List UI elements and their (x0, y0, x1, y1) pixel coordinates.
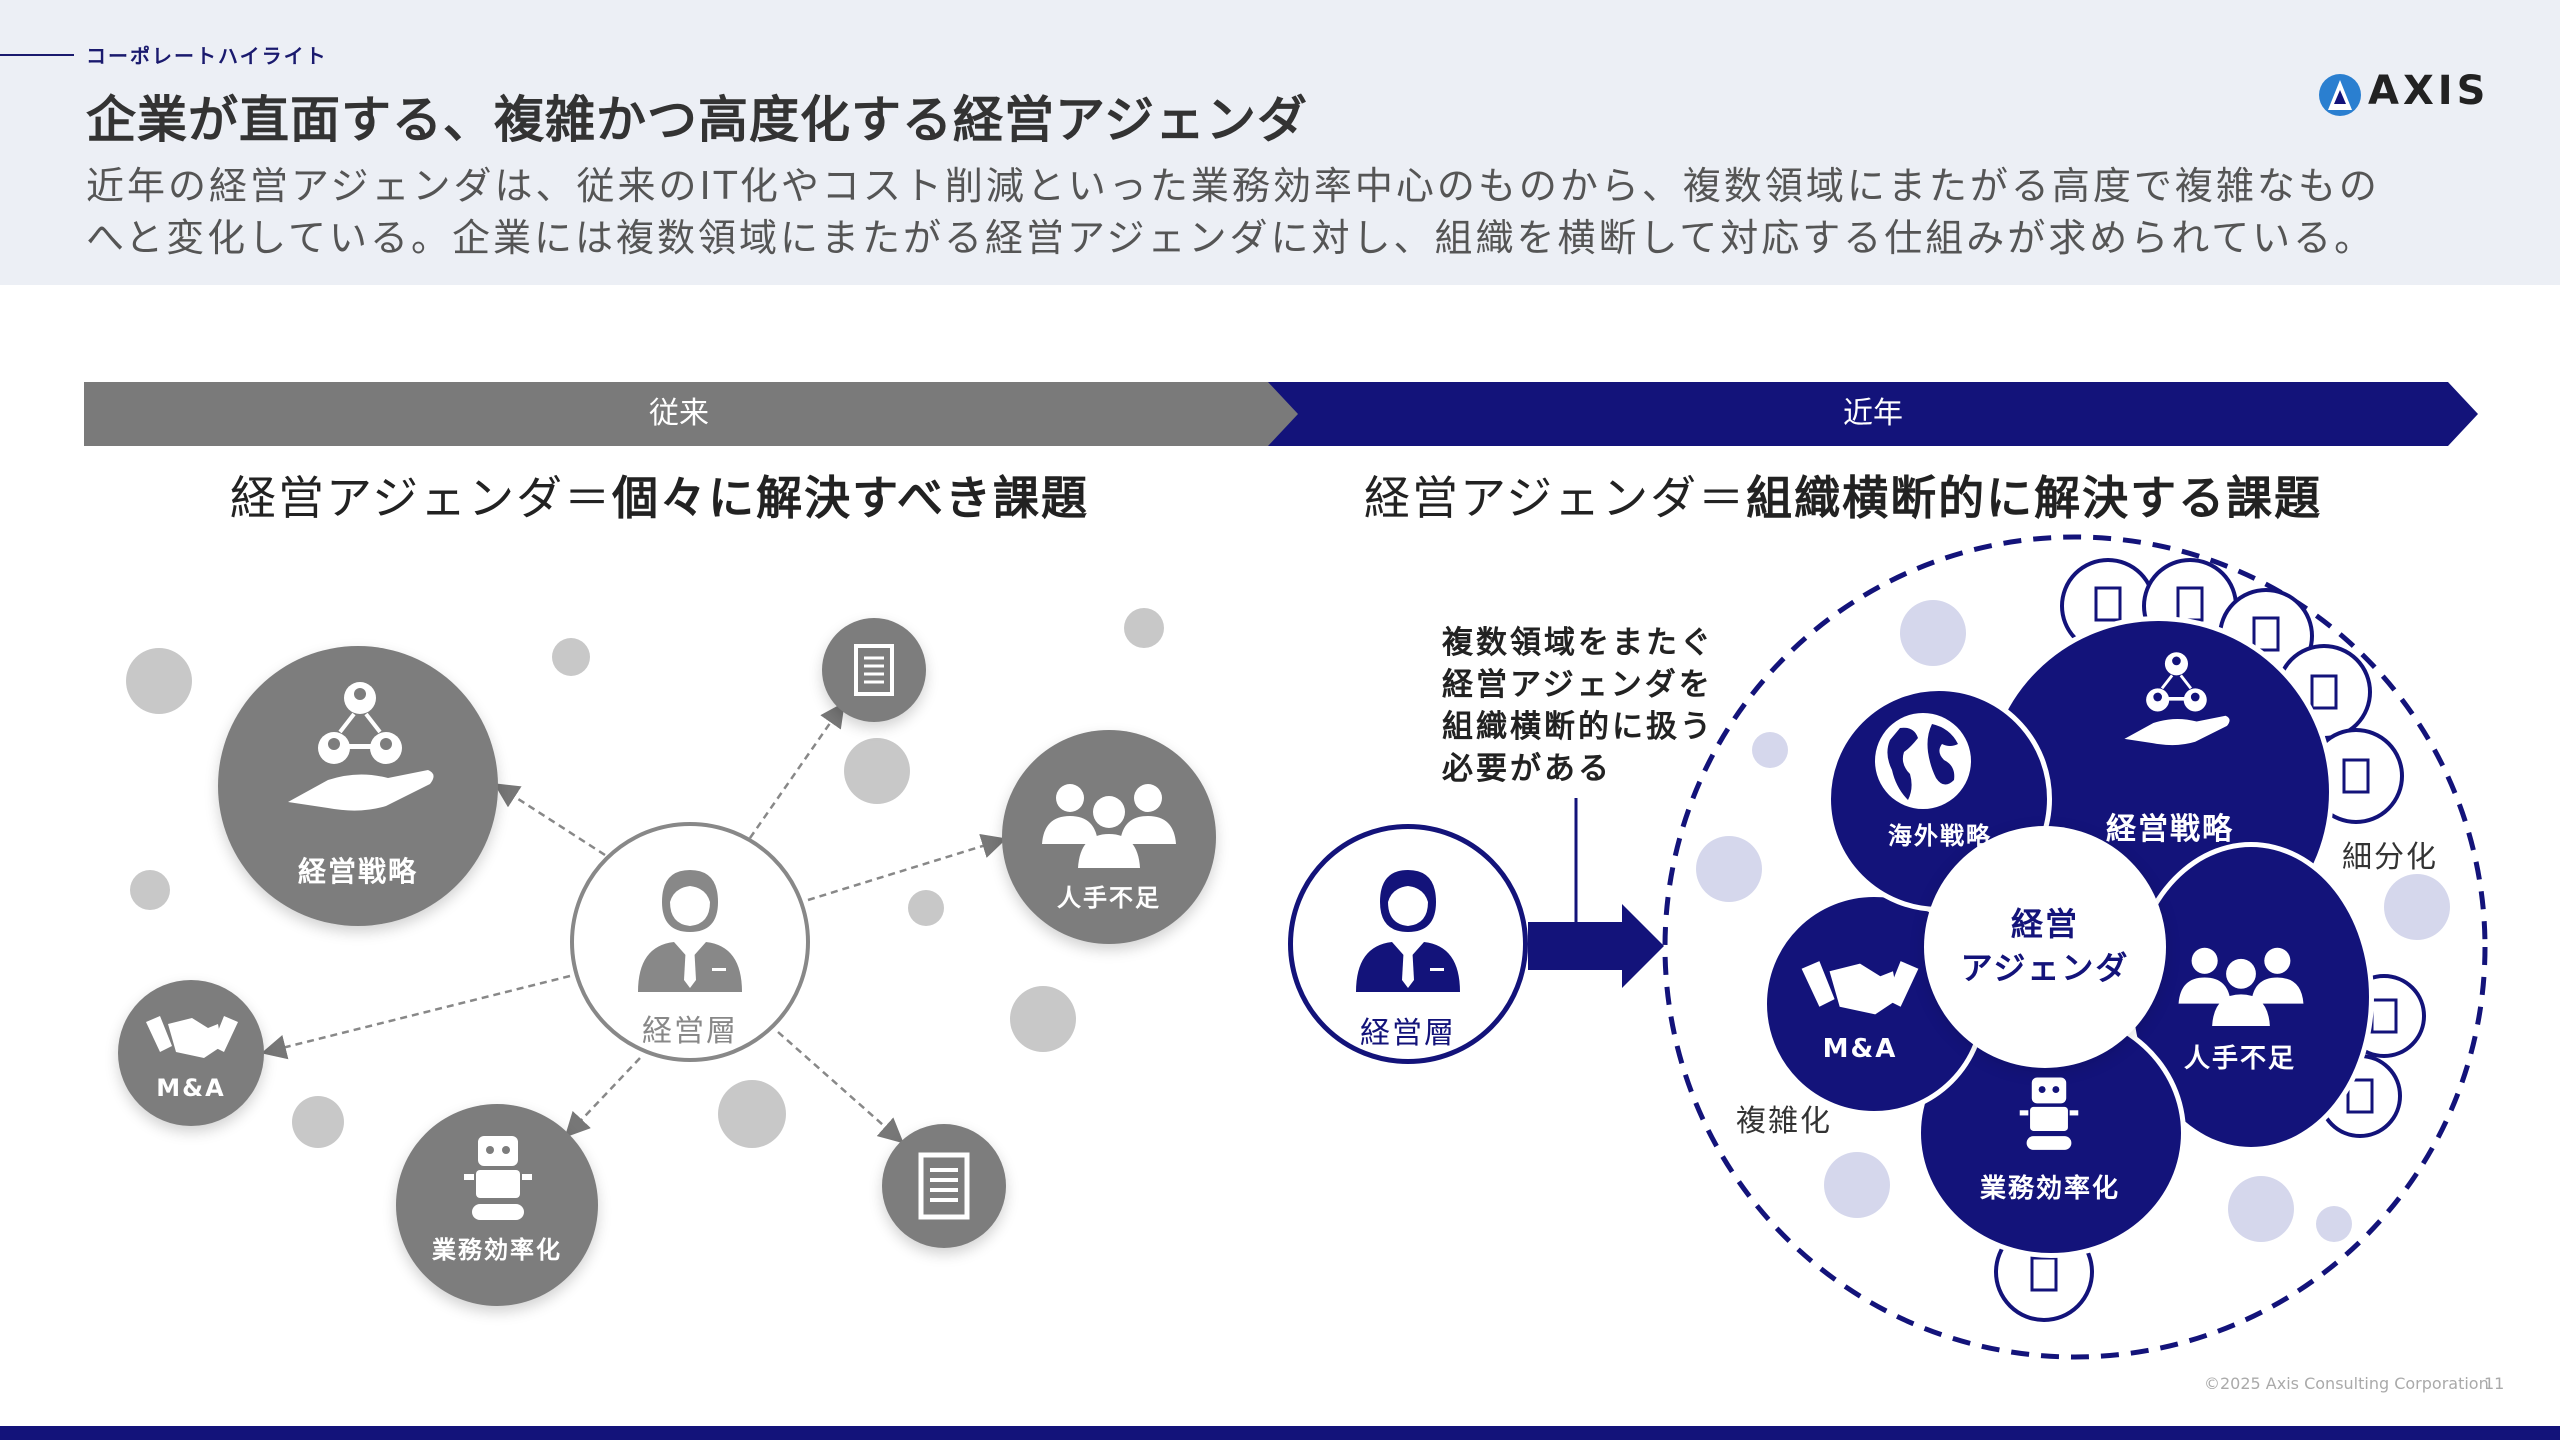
left-efficiency-label: 業務効率化 (432, 1236, 562, 1264)
right-ma-label: M&A (1822, 1034, 1898, 1064)
bg-dot (126, 648, 192, 714)
bg-dot (718, 1080, 786, 1148)
band-past (84, 382, 1304, 446)
bg-dot (2228, 1176, 2294, 1242)
hand-people-icon (2124, 652, 2230, 746)
robot-icon (2019, 1077, 2079, 1150)
bg-dot (2316, 1206, 2352, 1242)
left-subhead-prefix: 経営アジェンダ＝ (230, 471, 613, 525)
bg-dot (844, 738, 910, 804)
fragmented-tag: 細分化 (2342, 840, 2438, 875)
right-efficiency-label: 業務効率化 (1979, 1174, 2120, 1204)
right-note-line: 必要がある (1442, 751, 1612, 787)
logo-text: AXIS (2368, 68, 2490, 114)
agenda-center-line-2: アジェンダ (1960, 949, 2130, 987)
eyebrow: コーポレートハイライト (86, 44, 328, 68)
bg-dot (1900, 600, 1966, 666)
right-subhead-bold: 組織横断的に解決する課題 (1746, 471, 2323, 525)
bg-dot (908, 890, 944, 926)
right-staff-label: 人手不足 (2183, 1044, 2296, 1074)
bg-dot (292, 1096, 344, 1148)
footer-bar (0, 1426, 2560, 1440)
left-subhead: 経営アジェンダ＝個々に解決すべき課題 (230, 462, 1089, 528)
eyebrow-line (0, 54, 74, 56)
left-subhead-bold: 個々に解決すべき課題 (612, 471, 1089, 525)
left-executive-label: 経営層 (642, 1014, 738, 1049)
team-icon (2178, 947, 2304, 1026)
complex-tag: 複雑化 (1736, 1104, 1832, 1139)
businessman-icon (1356, 870, 1460, 992)
robot-icon (464, 1136, 532, 1220)
band-recent (1268, 382, 2478, 446)
bg-dot (1010, 986, 1076, 1052)
handshake-icon (146, 1016, 238, 1058)
right-subhead-prefix: 経営アジェンダ＝ (1364, 471, 1747, 525)
copyright: ©2025 Axis Consulting Corporation (2204, 1374, 2489, 1393)
axis-logo-icon (2319, 74, 2361, 116)
globe-icon (1875, 713, 1971, 809)
header-area (0, 0, 2560, 285)
lead-text: 近年の経営アジェンダは、従来のIT化やコスト削減といった業務効率中心のものから、… (86, 160, 2506, 264)
agenda-center-line-1: 経営 (2010, 905, 2079, 943)
left-ma-label: M&A (156, 1074, 226, 1102)
band-recent-label: 近年 (1843, 396, 1903, 431)
bg-dot (1696, 836, 1762, 902)
left-executive-circle (570, 822, 810, 1062)
businessman-icon (638, 870, 742, 992)
agenda-center-label: 経営 アジェンダ (1924, 902, 2166, 990)
left-staff-label: 人手不足 (1057, 884, 1161, 912)
left-doc-circle-top (822, 618, 926, 722)
bg-dot (1124, 608, 1164, 648)
hand-people-icon (288, 682, 434, 811)
bg-dot (130, 870, 170, 910)
right-note-line: 組織横断的に扱う (1442, 709, 1714, 745)
right-executive-circle (1288, 824, 1528, 1064)
right-subhead: 経営アジェンダ＝組織横断的に解決する課題 (1364, 462, 2322, 528)
right-note: 複数領域をまたぐ 経営アジェンダを 組織横断的に扱う 必要がある (1442, 622, 1714, 790)
bg-dot (1824, 1152, 1890, 1218)
left-strategy-label: 経営戦略 (297, 855, 418, 888)
left-doc-circle-bottom (882, 1124, 1006, 1248)
bg-dot (552, 638, 590, 676)
right-strategy-label: 経営戦略 (2106, 812, 2234, 847)
document-icon (854, 644, 894, 696)
bg-dot (2384, 874, 2450, 940)
lead-line-1: 近年の経営アジェンダは、従来のIT化やコスト削減といった業務効率中心のものから、… (86, 164, 2380, 208)
right-note-line: 経営アジェンダを (1442, 667, 1713, 703)
lead-line-2: へと変化している。企業には複数領域にまたがる経営アジェンダに対し、組織を横断して… (86, 216, 2376, 260)
agenda-center-circle (1924, 826, 2166, 1068)
page-number: 11 (2484, 1374, 2505, 1393)
handshake-icon (1801, 961, 1919, 1015)
right-executive-label: 経営層 (1360, 1016, 1456, 1051)
agenda-boundary (1662, 534, 2488, 1360)
bg-dot (1752, 732, 1788, 768)
right-note-line: 複数領域をまたぐ (1442, 625, 1714, 661)
document-icon (918, 1152, 970, 1220)
team-icon (1042, 784, 1176, 868)
page-title: 企業が直面する、複雑かつ高度化する経営アジェンダ (86, 91, 1308, 149)
band-past-label: 従来 (649, 396, 709, 431)
right-overseas-label: 海外戦略 (1888, 822, 1992, 850)
